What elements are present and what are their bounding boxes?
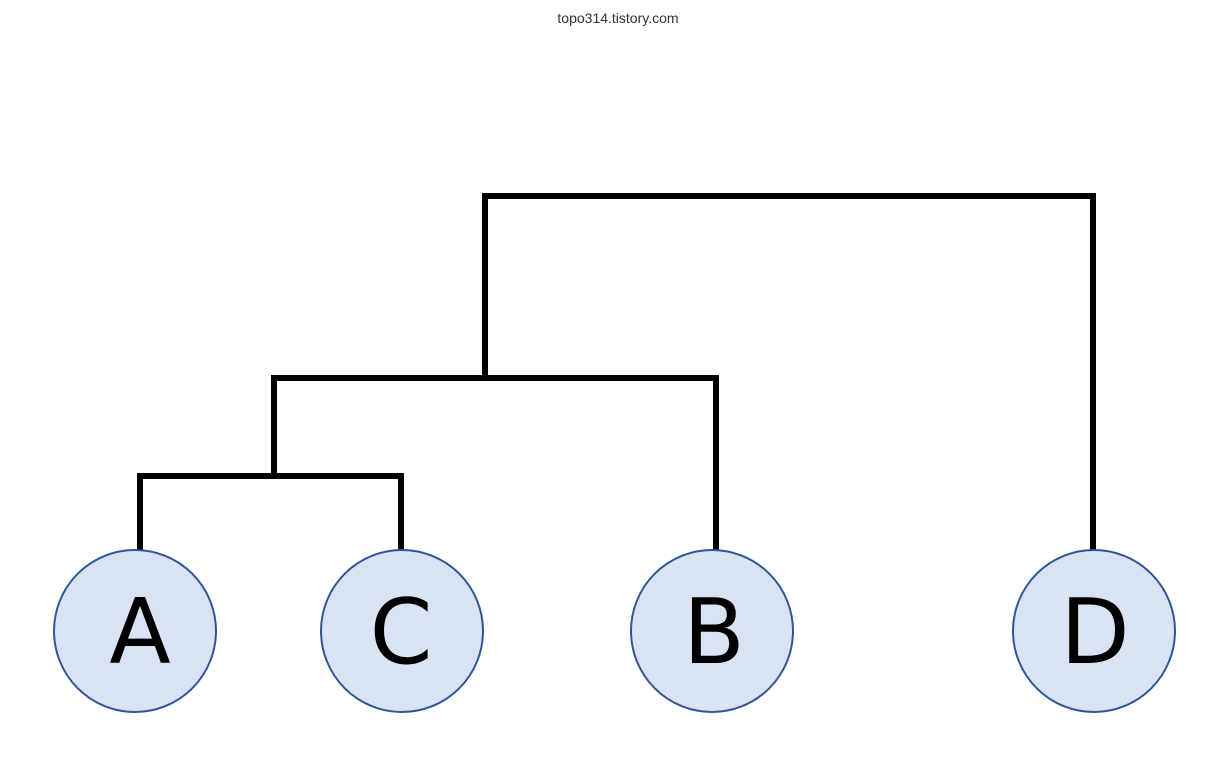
node-b: B xyxy=(630,549,794,713)
branch-lines xyxy=(137,193,1096,552)
node-c-circle xyxy=(320,549,484,713)
node-c-label: C xyxy=(370,580,433,685)
watermark-text: topo314.tistory.com xyxy=(557,10,679,26)
branch-ac-b xyxy=(271,375,719,552)
node-b-circle xyxy=(630,549,794,713)
node-d: D xyxy=(1012,549,1176,713)
branch-a-c xyxy=(137,473,404,552)
node-d-circle xyxy=(1012,549,1176,713)
node-a-label: A xyxy=(109,580,171,685)
node-d-label: D xyxy=(1060,580,1129,685)
node-b-label: B xyxy=(683,580,745,685)
node-a-circle xyxy=(53,549,217,713)
node-a: A xyxy=(53,549,217,713)
node-c: C xyxy=(320,549,484,713)
branch-acb-d xyxy=(482,193,1096,552)
